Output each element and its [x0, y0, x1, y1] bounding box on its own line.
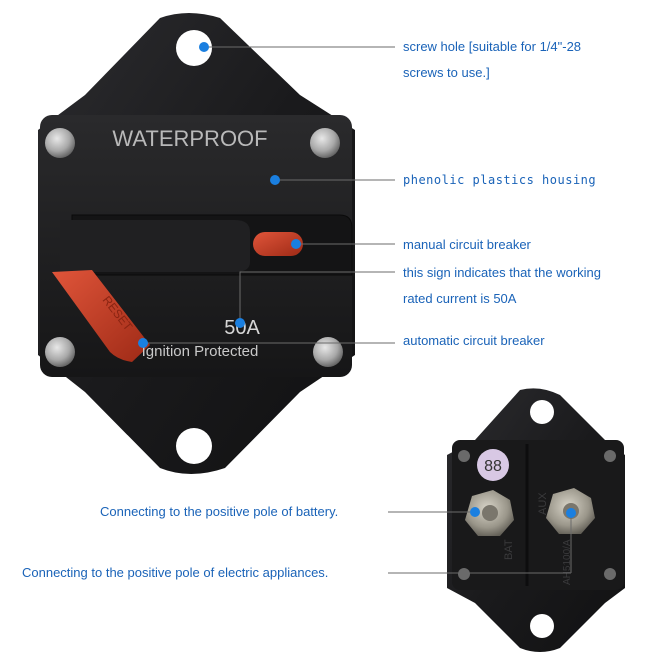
- marker-dot: [470, 507, 480, 517]
- front-breaker: RESET WATERPROOF 50A Ignition Protected: [38, 13, 355, 474]
- battery-annotation: Connecting to the positive pole of batte…: [100, 504, 339, 519]
- screw-icon: [604, 568, 616, 580]
- marker-dot: [138, 338, 148, 348]
- back-top-screw-hole: [530, 400, 554, 424]
- screw-hole-annotation-line2: screws to use.]: [403, 65, 490, 80]
- aux-label: AUX: [537, 492, 549, 515]
- model-code: AH5100/A: [562, 539, 573, 585]
- top-screw-hole: [176, 30, 212, 66]
- manual-breaker-annotation: manual circuit breaker: [403, 237, 531, 252]
- manual-trip-button[interactable]: [253, 232, 303, 256]
- marker-dot: [270, 175, 280, 185]
- leader-lines: [143, 46, 572, 574]
- terminal-stud-icon: [482, 505, 498, 521]
- lever-recess: [60, 220, 250, 272]
- screw-icon: [458, 568, 470, 580]
- screw-icon: [45, 337, 75, 367]
- appliances-annotation: Connecting to the positive pole of elect…: [22, 565, 329, 580]
- back-bottom-screw-hole: [530, 614, 554, 638]
- marker-dot: [235, 318, 245, 328]
- screw-icon: [45, 128, 75, 158]
- marker-dot: [199, 42, 209, 52]
- marker-dot: [566, 508, 576, 518]
- reset-lever[interactable]: [52, 270, 150, 362]
- rated-current-annotation-line1: this sign indicates that the working: [403, 265, 601, 280]
- housing-annotation: phenolic plastics housing: [403, 173, 597, 187]
- screw-icon: [310, 128, 340, 158]
- code-badge-text: 88: [484, 458, 502, 475]
- waterproof-label: WATERPROOF: [112, 126, 267, 151]
- automatic-breaker-annotation: automatic circuit breaker: [403, 333, 545, 348]
- screw-hole-annotation-line1: screw hole [suitable for 1/4"-28: [403, 39, 582, 54]
- bat-label: BAT: [503, 539, 515, 560]
- marker-dot: [291, 239, 301, 249]
- screw-icon: [313, 337, 343, 367]
- screw-icon: [458, 450, 470, 462]
- ignition-label: Ignition Protected: [142, 343, 259, 360]
- bottom-screw-hole: [176, 428, 212, 464]
- rated-current-annotation-line2: rated current is 50A: [403, 291, 517, 306]
- marker-dots: [138, 42, 576, 518]
- code-badge: [477, 449, 509, 481]
- rating-label: 50A: [224, 317, 260, 339]
- leader-line: [239, 271, 395, 323]
- back-breaker: 88 BAT AUX AH5100/A: [447, 388, 625, 652]
- screw-icon: [604, 450, 616, 462]
